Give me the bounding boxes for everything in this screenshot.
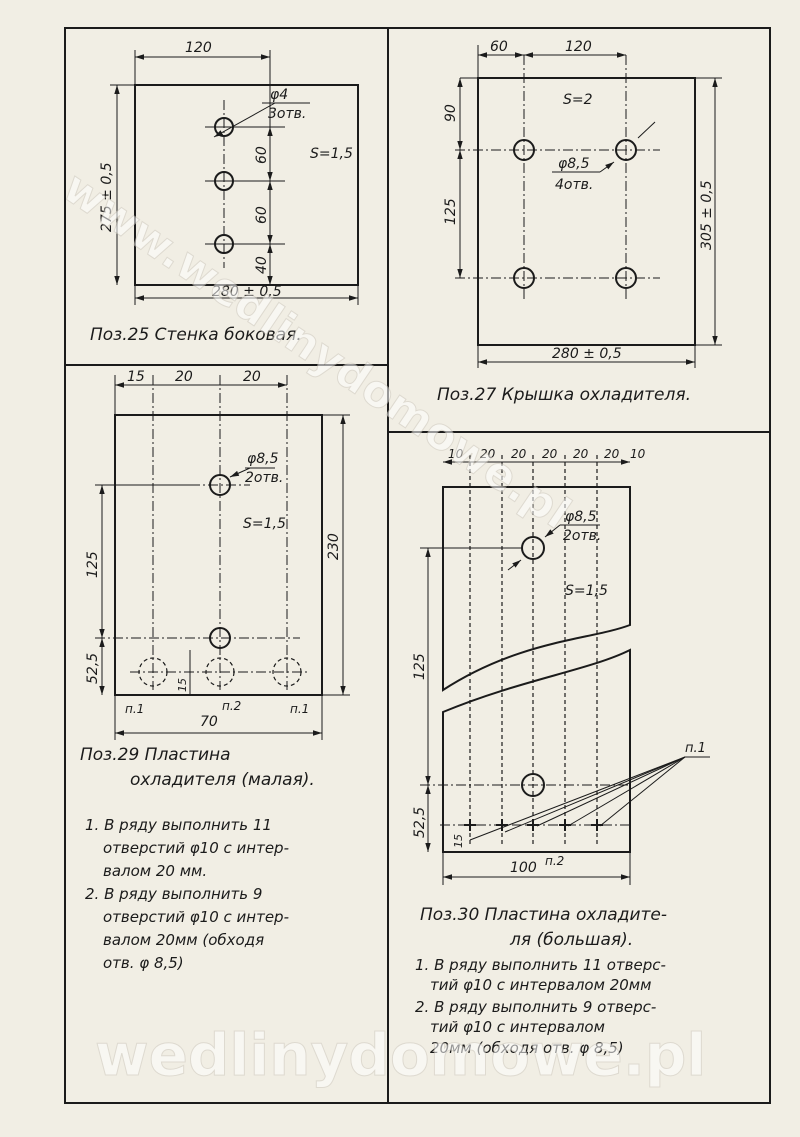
thickness-label: S=1,5 (243, 516, 286, 532)
dim-top: 20 (573, 447, 589, 461)
part-27-cooler-lid: 60 120 90 125 305 ± 0,5 280 ± 0,5 φ8,5 4… (437, 39, 722, 405)
hole (513, 267, 535, 289)
dim-top: 20 (480, 447, 496, 461)
hole-mark (464, 819, 476, 831)
notes: 1. В ряду выполнить 11 отверс- тий φ10 с… (415, 956, 666, 1057)
dim-height: 305 ± 0,5 (699, 180, 715, 250)
part-outline (114, 414, 323, 696)
hole (615, 267, 637, 289)
drawing-frame (64, 27, 771, 1104)
dim-width: 100 (510, 860, 537, 876)
dim-d1: 15 (127, 369, 145, 385)
row-label: п.2 (222, 699, 241, 713)
thickness-label: S=1,5 (565, 583, 608, 599)
note-line: 2. В ряду выполнить 9 (85, 885, 262, 903)
hole (513, 139, 535, 161)
hole (205, 234, 285, 254)
part-outline (477, 77, 696, 346)
note-line: 2. В ряду выполнить 9 отверс- (415, 998, 656, 1016)
watermark-bottom: wedlinydomowe.pl (95, 1021, 706, 1089)
dim-top: 20 (604, 447, 620, 461)
thickness-label: S=2 (563, 92, 593, 108)
hole (521, 773, 545, 797)
dim-bottom: 52,5 (85, 653, 101, 684)
dim-width: 70 (200, 714, 218, 730)
dim-left: 60 (490, 39, 508, 55)
dim-gap-2: 60 (254, 206, 270, 224)
caption-line-2: охладителя (малая). (130, 770, 315, 790)
hole-mark (527, 819, 539, 831)
note-line: тий φ10 с интервалом (430, 1018, 605, 1036)
dim-d2: 20 (175, 369, 193, 385)
caption-line-2: ля (большая). (509, 930, 633, 950)
part-29-small-cooler-plate: 15 20 20 125 52,5 230 15 70 п.1 п.2 п.1 … (80, 369, 350, 972)
dim-height: 275 ± 0,5 (99, 162, 115, 232)
dim-spacing: 120 (565, 39, 592, 55)
caption: Поз.25 Стенка боковая. (90, 325, 302, 345)
dim-bottom: 52,5 (412, 807, 428, 838)
note-line: валом 20 мм. (103, 862, 207, 880)
watermark-diagonal: www.wedlinydomowe.pl (54, 162, 580, 540)
dim-top: 20 (511, 447, 527, 461)
dim-top: 10 (448, 447, 464, 461)
hole-count-label: 2отв. (245, 470, 283, 486)
note-line: 1. В ряду выполнить 11 отверс- (415, 956, 666, 974)
dim-vertical: 125 (85, 551, 101, 578)
dim-top: 20 (542, 447, 558, 461)
note-line: отверстий φ10 с интер- (103, 908, 289, 926)
hole-mark (496, 819, 508, 831)
hole-diameter-label: φ4 (270, 87, 288, 103)
hole-diameter-label: φ8,5 (247, 451, 279, 467)
dim-height: 230 (326, 533, 342, 560)
note-line: тий φ10 с интервалом 20мм (430, 976, 651, 994)
note-line: отв. φ 8,5) (103, 954, 184, 972)
hole (205, 171, 285, 191)
dim-width-top: 120 (185, 40, 212, 56)
note-line: 20мм (обходя отв. φ 8,5) (430, 1039, 624, 1057)
hole-count-label: 3отв. (268, 106, 306, 122)
part-30-large-cooler-plate: 10 20 20 20 20 20 10 125 52,5 15 100 п.2… (412, 447, 710, 1057)
note-line: отверстий φ10 с интер- (103, 839, 289, 857)
thickness-label: S=1,5 (310, 146, 353, 162)
dim-top-offset: 90 (443, 104, 459, 122)
dim-vertical-spacing: 125 (443, 198, 459, 225)
row-label: п.1 (290, 702, 309, 716)
dim-small: 15 (176, 678, 189, 692)
notes: 1. В ряду выполнить 11 отверстий φ10 с и… (85, 816, 289, 972)
dim-top: 10 (630, 447, 646, 461)
dim-small: 15 (452, 834, 465, 848)
caption-line-1: Поз.30 Пластина охладите- (420, 905, 667, 925)
dim-gap-1: 60 (254, 146, 270, 164)
part-25-side-wall: 120 275 ± 0,5 280 ± 0,5 60 60 40 φ4 3отв… (90, 40, 359, 345)
dim-bottom-offset: 40 (254, 256, 270, 274)
part-outline-top (442, 486, 631, 692)
row-label: п.1 (685, 741, 706, 756)
dim-d3: 20 (243, 369, 261, 385)
row-label: п.1 (125, 702, 144, 716)
dim-width-bottom: 280 ± 0,5 (212, 284, 282, 300)
dim-vertical: 125 (412, 653, 428, 680)
caption-line-1: Поз.29 Пластина (80, 745, 231, 765)
part-outline-bottom (442, 648, 631, 853)
hole-count-label: 2отв. (563, 528, 601, 544)
hole-count-label: 4отв. (555, 177, 593, 193)
note-line: 1. В ряду выполнить 11 (85, 816, 272, 834)
hole (615, 139, 637, 161)
caption: Поз.27 Крышка охладителя. (437, 385, 691, 405)
hole-diameter-label: φ8,5 (558, 156, 590, 172)
dim-width: 280 ± 0,5 (552, 346, 622, 362)
note-line: валом 20мм (обходя (103, 931, 264, 949)
part-outline (134, 84, 359, 286)
hole-diameter-label: φ8,5 (565, 509, 597, 525)
row-label: п.2 (545, 854, 564, 868)
